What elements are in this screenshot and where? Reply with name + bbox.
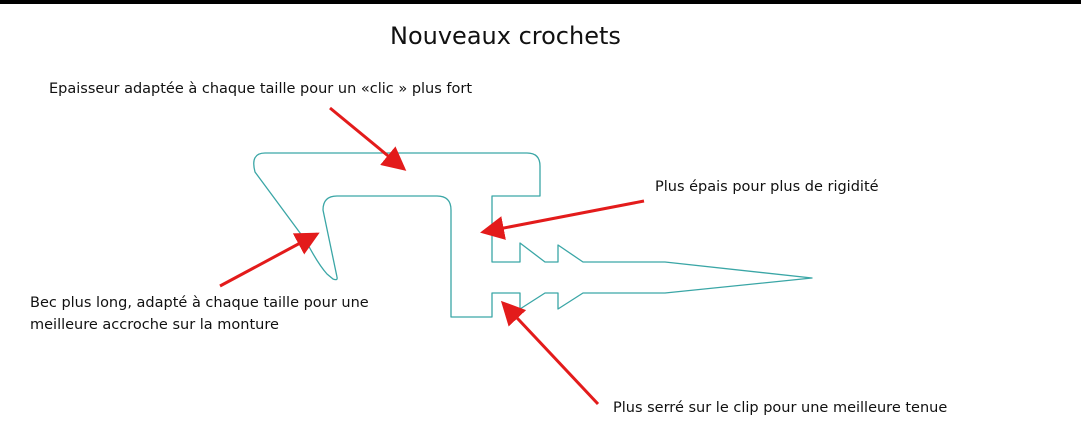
diagram-title: Nouveaux crochets xyxy=(390,22,621,50)
annotation-beak-line2: meilleure accroche sur la monture xyxy=(30,317,279,333)
arrow-beak xyxy=(219,232,320,288)
annotation-thickness: Epaisseur adaptée à chaque taille pour u… xyxy=(49,81,473,97)
annotation-rigidity: Plus épais pour plus de rigidité xyxy=(655,179,879,195)
top-rule xyxy=(0,0,1081,4)
annotation-beak-line1: Bec plus long, adapté à chaque taille po… xyxy=(30,295,369,311)
arrow-rigidity xyxy=(480,199,645,240)
arrow-thickness xyxy=(329,106,407,171)
annotation-clip: Plus serré sur le clip pour une meilleur… xyxy=(613,400,948,416)
annotation-beak: Bec plus long, adapté à chaque taille po… xyxy=(30,292,369,336)
arrow-clip xyxy=(500,300,600,406)
hook-outline xyxy=(253,152,813,318)
